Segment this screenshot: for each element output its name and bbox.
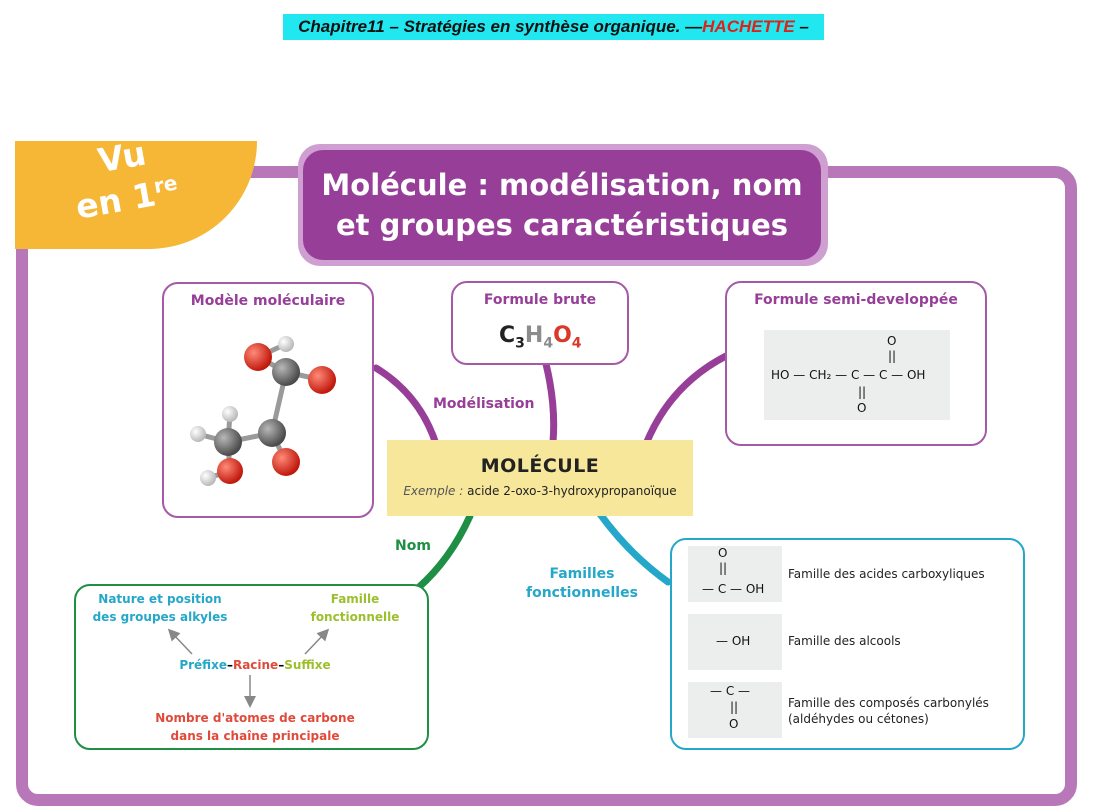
connector-semi	[642, 352, 730, 448]
fam-alcool-cell	[688, 614, 782, 670]
fam-carbonyle-label-1: Famille des composés carbonylés	[788, 696, 989, 710]
nom-nature-2: des groupes alkyles	[92, 610, 228, 624]
semi-o-top: O	[887, 334, 897, 348]
fam-acide-main: — C — OH	[702, 582, 765, 596]
nom-nature-1: Nature et position	[98, 592, 222, 606]
fam-carbonyle-label: Famille des composés carbonylés (aldéhyd…	[788, 695, 989, 727]
nom-box	[74, 584, 429, 750]
connector-lines	[372, 352, 730, 592]
nom-nature: Nature et position des groupes alkyles	[90, 590, 230, 626]
semi-o-bot: O	[857, 401, 867, 415]
fam-carbonyle-label-2: (aldéhydes ou cétones)	[788, 712, 929, 726]
vu-sup: re	[151, 170, 180, 199]
nom-racine: Racine	[232, 658, 279, 672]
title-line-1: Molécule : modélisation, nom	[321, 168, 803, 202]
label-modelisation: Modélisation	[433, 396, 535, 412]
label-nom: Nom	[395, 538, 431, 554]
formule-brute-box: Formule brute	[451, 281, 629, 365]
title-line-2: et groupes caractéristiques	[335, 208, 789, 242]
molecule-title: MOLÉCULE	[480, 455, 600, 477]
semi-formula-panel	[764, 330, 950, 420]
nom-arrows	[167, 628, 330, 708]
example-text: acide 2-oxo-3-hydroxypropanoïque	[467, 484, 677, 498]
example-label: Exemple :	[403, 484, 464, 498]
label-familles-2: fonctionnelles	[526, 585, 638, 601]
brute-title: Formule brute	[483, 292, 597, 308]
header-banner: Chapitre11 – Stratégies en synthèse orga…	[283, 14, 824, 40]
fam-carbonyle-o: O	[729, 717, 739, 731]
label-familles-1: Familles	[549, 566, 615, 582]
connector-modele	[372, 364, 440, 448]
nom-sep-1: –	[226, 658, 233, 672]
molecule-example: Exemple : acide 2-oxo-3-hydroxypropanoïq…	[387, 484, 693, 498]
page-title: Molécule : modélisation, nom et groupes …	[303, 150, 821, 260]
nom-nombre-2: dans la chaîne principale	[170, 729, 340, 743]
semi-main: HO — CH₂ — C — C — OH	[771, 368, 926, 382]
brute-formula: C3H4O4	[499, 323, 582, 352]
fam-carbonyle-eq: ||	[730, 700, 739, 714]
fam-acide-cell	[688, 546, 782, 602]
header-publisher: HACHETTE	[702, 17, 795, 36]
nom-suffixe: Suffixe	[284, 658, 331, 672]
nom-famille-1: Famille	[330, 592, 380, 606]
semi-eq-bot: ||	[858, 385, 867, 399]
fam-acide-label: Famille des acides carboxyliques	[788, 567, 985, 581]
nom-prefixe: Préfixe	[179, 658, 227, 672]
semi-title: Formule semi-developpée	[754, 292, 958, 308]
header-dash: –	[794, 17, 809, 36]
nom-famille: Famille fonctionnelle	[300, 590, 410, 626]
connector-familles	[596, 510, 672, 586]
nom-formula: Préfixe–Racine–Suffixe	[165, 656, 345, 674]
modele-title: Modèle moléculaire	[190, 293, 346, 309]
fam-carbonyle-cell	[688, 682, 782, 738]
fam-acide-eq: ||	[719, 561, 728, 575]
fam-carbonyle-main: — C —	[710, 684, 751, 698]
header-text: Chapitre11 – Stratégies en synthèse orga…	[298, 17, 703, 36]
fam-acide-o: O	[718, 546, 728, 560]
label-familles: Familles fonctionnelles	[526, 565, 638, 603]
connector-brute	[542, 360, 558, 446]
arrow-nature	[167, 628, 193, 655]
semi-eq-top: ||	[888, 349, 897, 363]
fam-alcool-main: — OH	[716, 634, 751, 648]
nom-nombre: Nombre d'atomes de carbone dans la chaîn…	[140, 709, 370, 745]
nom-sep-2: –	[278, 658, 285, 672]
nom-nombre-1: Nombre d'atomes de carbone	[155, 711, 355, 725]
fam-alcool-label: Famille des alcools	[788, 634, 901, 648]
connector-nom	[414, 512, 474, 592]
ball-stick-model	[190, 336, 336, 486]
modele-moleculaire-box: Modèle moléculaire	[162, 282, 374, 518]
molecule-box	[387, 440, 693, 516]
arrow-famille	[304, 628, 330, 655]
nom-famille-2: fonctionnelle	[310, 610, 400, 624]
